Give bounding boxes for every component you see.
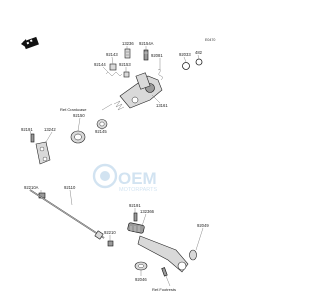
callout-92081: 92081 [151,53,163,58]
part-92033 [182,62,190,70]
ref-crankcase: Ref.Crankcase [60,107,87,112]
part-92191-bolt [30,133,35,143]
shift-shaft-assembly [29,133,105,240]
callout-92150: 92150 [73,113,85,118]
callout-labels: 13236 92154A 92143 92144 92153 92081 920… [21,41,209,292]
ref-footrests: Ref.Footrests [152,287,176,292]
part-132366-pedal [137,235,189,273]
part-92145-seal [96,119,108,129]
callout-92153: 92153 [119,62,131,67]
part-92210-nut [107,240,114,247]
part-482 [195,58,203,66]
part-92145-spring [113,100,125,111]
callout-92110: 92110 [64,185,76,190]
part-13161-lever [119,72,163,109]
part-92153 [123,71,130,78]
callout-92144: 92144 [94,62,106,67]
watermark-brand: OEM [118,169,157,188]
callout-92143: 92143 [106,52,118,57]
leader-lines [29,46,204,287]
shift-pedal-assembly [107,212,197,277]
part-92081-spring [157,69,163,81]
callout-482: 482 [195,50,203,55]
callout-13236: 13236 [122,41,134,46]
pedal-rubber [127,222,145,234]
callout-92210: 92210 [104,230,116,235]
pivot-bolt [161,267,168,277]
callout-92154a: 92154A [139,41,154,46]
watermark-tagline: MOTORPARTS [119,187,158,193]
callout-13161: 13161 [156,103,168,108]
callout-92046: 92046 [135,277,147,282]
callout-92145: 92145 [95,129,107,134]
callout-92191-b: 92191 [129,203,141,208]
part-92143 [109,63,117,71]
diagram-code: E0470 [205,38,215,42]
callout-92191-a: 92191 [21,127,33,132]
part-92154a [143,49,149,61]
gear-change-parts-diagram: E0470 OEM MOTORPARTS [21,36,215,292]
watermark: OEM MOTORPARTS [92,163,158,193]
part-92191-bolt-b [133,212,138,222]
part-92150-bushing [70,130,86,144]
shift-drum-assembly [105,48,203,111]
callout-92049: 92049 [197,223,209,228]
part-13242-lever [35,141,51,165]
front-arrow-logo-icon [21,36,39,50]
callout-13242: 13242 [44,127,56,132]
callout-132366: 132366 [140,209,155,214]
part-92110-rod [29,189,105,240]
part-92049-seal [189,249,197,261]
part-92046-washer [134,261,148,271]
callout-92033: 92033 [179,52,191,57]
callout-92210a: 92210A [24,185,39,190]
part-13236 [124,48,131,59]
part-92144-spring [105,72,123,76]
